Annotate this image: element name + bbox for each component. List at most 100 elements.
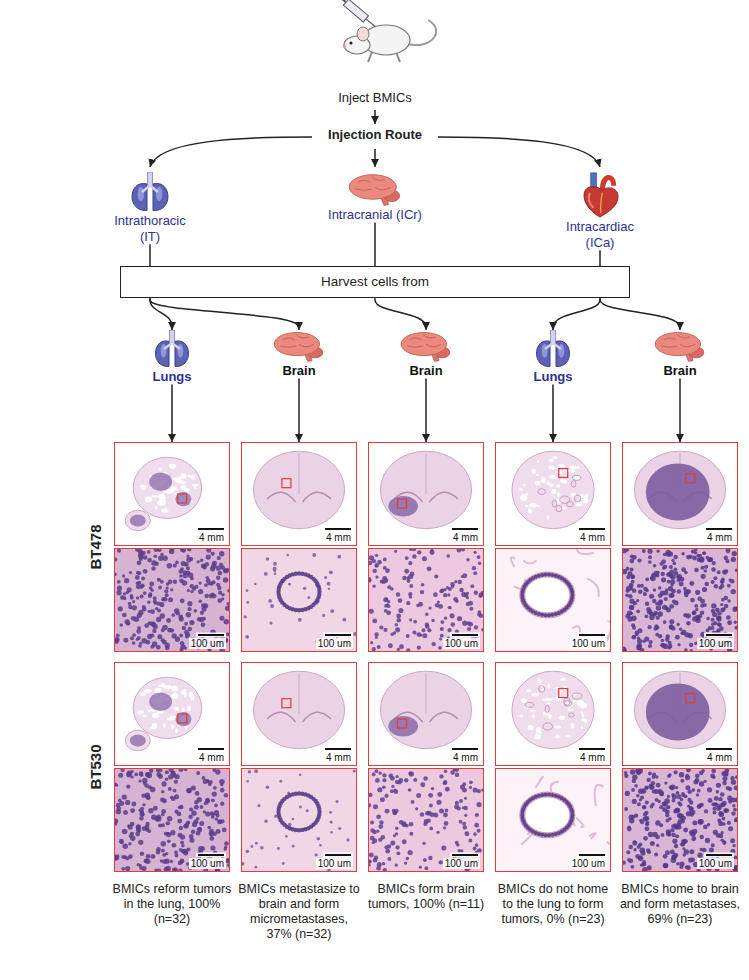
cell-nucleus: [463, 825, 467, 829]
cell-nucleus: [554, 832, 558, 836]
cell-nucleus: [167, 816, 172, 821]
cell-nucleus: [692, 611, 696, 615]
airspace: [534, 734, 541, 740]
cell-nucleus: [692, 610, 697, 615]
tumor-mass: [388, 496, 418, 516]
cell-nucleus: [370, 821, 374, 825]
brain-icon: [347, 172, 403, 206]
cell-nucleus: [242, 862, 244, 866]
cell-nucleus: [645, 786, 648, 789]
cell-nucleus: [224, 619, 229, 624]
cell-nucleus: [671, 626, 676, 631]
cell-nucleus: [139, 771, 144, 776]
cell-nucleus: [398, 608, 403, 613]
cell-nucleus: [119, 839, 124, 844]
cell-nucleus: [165, 770, 169, 774]
vessel: [543, 723, 553, 730]
cell-nucleus: [554, 612, 558, 616]
cell-nucleus: [647, 625, 651, 629]
cell-nucleus: [172, 773, 176, 777]
cell-nucleus: [120, 769, 124, 772]
cell-nucleus: [447, 628, 451, 632]
vessel: [572, 693, 582, 699]
cell-nucleus: [122, 829, 128, 835]
icon-group: [132, 172, 168, 210]
airspace: [178, 477, 182, 479]
cell-nucleus: [707, 558, 711, 562]
cell-nucleus: [448, 587, 452, 591]
airspace: [526, 689, 531, 693]
cell-nucleus: [731, 557, 736, 562]
cell-nucleus: [457, 580, 462, 585]
cell-nucleus: [448, 606, 451, 609]
cell-nucleus: [140, 852, 144, 856]
cell-nucleus: [428, 856, 432, 860]
cell-nucleus: [216, 583, 220, 587]
cell-nucleus: [395, 845, 399, 849]
trachea: [170, 330, 175, 344]
cell-nucleus: [653, 611, 658, 616]
cell-nucleus: [156, 617, 161, 622]
harvest-site: Brain: [640, 330, 720, 379]
cell-nucleus: [630, 583, 634, 587]
scale-bar: [579, 528, 605, 530]
cell-nucleus: [660, 590, 665, 595]
scale-bar-label: 100 um: [189, 638, 226, 649]
cell-nucleus: [168, 787, 172, 791]
cell-nucleus: [220, 788, 225, 793]
brain-sulcus: [426, 344, 441, 346]
cell-nucleus: [143, 555, 148, 560]
histology-panel: 100 um: [114, 548, 230, 652]
cell-nucleus: [725, 559, 729, 563]
cell-nucleus: [125, 800, 130, 805]
cell-nucleus: [130, 636, 134, 640]
cell-nucleus: [392, 811, 397, 816]
scale-bar: [706, 634, 732, 636]
cell-nucleus: [130, 832, 135, 837]
cell-nucleus: [227, 589, 229, 593]
cell-nucleus: [691, 836, 696, 841]
cell-nucleus: [408, 561, 412, 565]
cell-nucleus: [178, 869, 183, 871]
cell-nucleus: [141, 577, 145, 581]
cell-nucleus: [166, 832, 171, 837]
brain-midline: [299, 673, 300, 714]
cell-nucleus: [145, 822, 149, 826]
mouse-ear: [357, 27, 369, 41]
scale-bar-ground: [450, 633, 480, 638]
scale-bar: [452, 528, 478, 530]
cell-nucleus: [136, 596, 139, 599]
airspace: [573, 700, 577, 702]
cell-nucleus: [477, 802, 482, 807]
flow-connector: [600, 298, 680, 330]
cell-nucleus: [136, 584, 141, 589]
cell-nucleus: [255, 842, 258, 845]
cell-nucleus: [273, 567, 277, 571]
cell-nucleus: [161, 809, 166, 814]
tissue-ground: [496, 549, 610, 651]
airspace: [582, 713, 584, 718]
cell-nucleus: [153, 596, 157, 600]
cell-nucleus: [478, 593, 483, 598]
airspace: [190, 475, 194, 477]
cell-nucleus: [122, 613, 127, 618]
airspace: [553, 456, 557, 459]
cell-nucleus: [216, 829, 221, 834]
cell-nucleus: [115, 637, 120, 642]
lung-section: [125, 510, 150, 530]
airspace: [169, 464, 177, 469]
cell-nucleus: [378, 824, 383, 829]
cell-nucleus: [149, 769, 153, 773]
tumor-nodule: [130, 514, 146, 526]
lung-lobe: [132, 184, 147, 211]
cell-nucleus: [464, 814, 467, 817]
cell-nucleus: [689, 806, 692, 809]
cerebrum: [349, 175, 396, 199]
cell-nucleus: [454, 580, 457, 583]
histology-panel: 4 mm: [241, 442, 357, 546]
histology-image: [496, 443, 610, 545]
cell-nucleus: [547, 613, 551, 617]
airspace: [164, 507, 166, 513]
cell-nucleus: [148, 785, 152, 789]
bronchiole: [522, 575, 572, 616]
